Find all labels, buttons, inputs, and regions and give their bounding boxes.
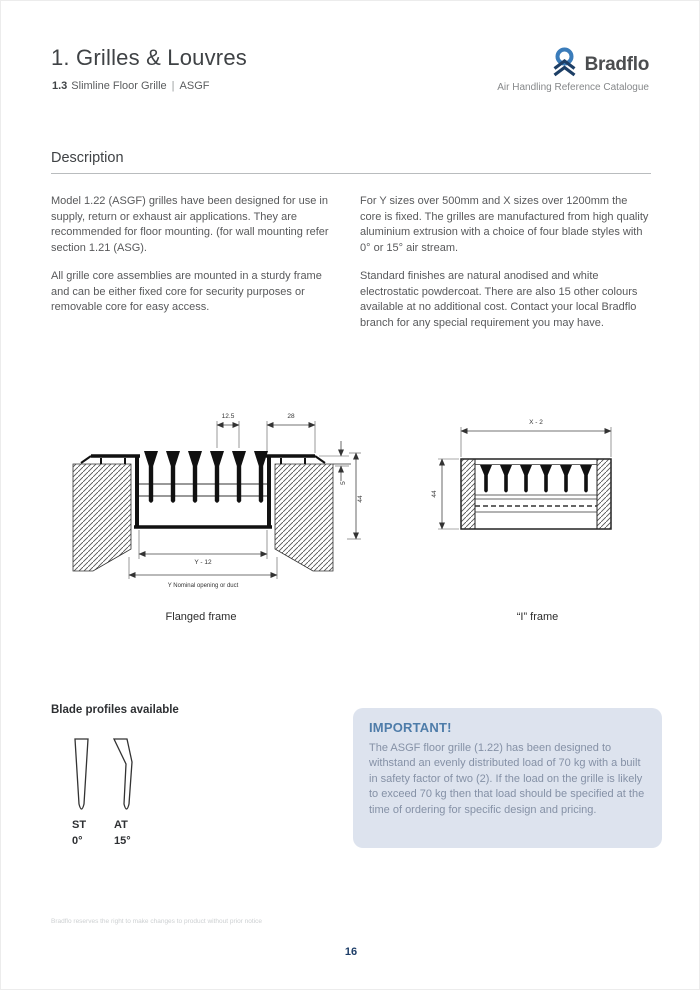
blade-angle: 0° [72,835,83,847]
page-title: 1. Grilles & Louvres [51,45,247,70]
dim-overall-depth: 44 [357,495,363,503]
section-name: Slimline Floor Grille [71,80,167,92]
brand-tagline: Air Handling Reference Catalogue [497,82,649,93]
dim-blade-pitch: 12.5 [222,413,235,420]
paragraph: For Y sizes over 500mm and X sizes over … [360,195,649,254]
blade-profiles-heading: Blade profiles available [51,704,179,716]
description-divider [51,173,651,174]
important-body: The ASGF floor grille (1.22) has been de… [369,742,645,816]
description-heading: Description [51,150,124,166]
flanged-frame-caption: Flanged frame [165,611,237,623]
dim-flange-width: 28 [287,413,295,420]
brand-name: Bradflo [584,53,650,75]
blade-code: AT [114,819,128,831]
blade-profile-st-icon [74,738,89,810]
description-right-column: For Y sizes over 500mm and X sizes over … [360,194,651,344]
important-notice-box: IMPORTANT! The ASGF floor grille (1.22) … [353,708,662,848]
bradflo-logo-icon [552,47,577,82]
dim-flange-height: 5 [340,481,347,485]
paragraph: All grille core assemblies are mounted i… [51,270,322,313]
subtitle-separator: | [171,80,175,92]
i-frame-caption: “I” frame [516,611,559,623]
model-code: ASGF [179,80,210,92]
i-frame-drawing: X - 2 44 [431,419,612,530]
dim-inner-width: Y - 12 [194,559,212,566]
blade-code: ST [72,819,87,831]
description-columns: Model 1.22 (ASGF) grilles have been desi… [51,194,651,344]
paragraph: Standard finishes are natural anodised a… [360,270,638,329]
blade-label-at: AT 15° [114,817,131,849]
brand-block: Bradflo [552,47,649,82]
dim-iframe-depth: 44 [431,490,438,498]
blade-profile-at-icon [112,738,133,810]
section-number: 1.3 [52,80,68,92]
dim-overall-width: X - 2 [529,419,543,426]
footer-disclaimer: Bradflo reserves the right to make chang… [51,918,262,925]
page-number: 16 [344,946,358,958]
description-left-column: Model 1.22 (ASGF) grilles have been desi… [51,194,342,344]
important-title: IMPORTANT! [369,720,452,735]
dim-opening-label: Y Nominal opening or duct [168,583,239,589]
blade-label-st: ST 0° [72,817,86,849]
paragraph: Model 1.22 (ASGF) grilles have been desi… [51,195,329,254]
flanged-frame-drawing: 12.5 28 5 44 Y - 12 Y Nominal opening or… [72,413,363,589]
blade-angle: 15° [114,835,131,847]
